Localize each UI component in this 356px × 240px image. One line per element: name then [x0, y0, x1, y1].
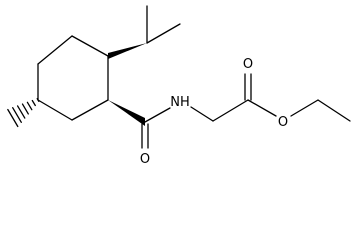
n-ch2-bond — [190, 106, 214, 122]
ring-bond — [71, 35, 109, 57]
hash-mark — [36, 98, 40, 102]
ring-bond — [71, 99, 109, 121]
molecule-structure-diagram: O NH O O — [7, 5, 351, 167]
ch2-c-bond — [212, 99, 249, 122]
isopropyl-bond — [146, 23, 181, 44]
ring-bond — [37, 99, 73, 121]
hash-mark — [31, 99, 36, 107]
hash-mark — [12, 107, 22, 123]
ring-bond — [37, 35, 73, 65]
o-ch2-bond — [290, 99, 319, 117]
ester-chain: O O — [190, 57, 351, 130]
wedge-bond — [108, 100, 145, 126]
atom-label-nh: NH — [170, 95, 190, 110]
c-o-bond — [247, 99, 277, 117]
cyclohexane-ring — [37, 35, 109, 121]
isopropyl-group — [108, 5, 181, 59]
atom-label-o: O — [243, 57, 253, 72]
atom-label-o: O — [140, 152, 150, 167]
hash-mark — [21, 103, 29, 115]
amide-group: O NH — [108, 95, 190, 167]
hash-mark — [26, 101, 33, 111]
hash-mark — [7, 108, 19, 128]
amide-bond — [144, 107, 171, 123]
wedge-bond — [108, 43, 147, 59]
ch2-ch3-bond — [317, 99, 351, 122]
methyl-group — [7, 98, 40, 128]
atom-label-o: O — [278, 115, 288, 130]
hash-mark — [16, 105, 26, 119]
